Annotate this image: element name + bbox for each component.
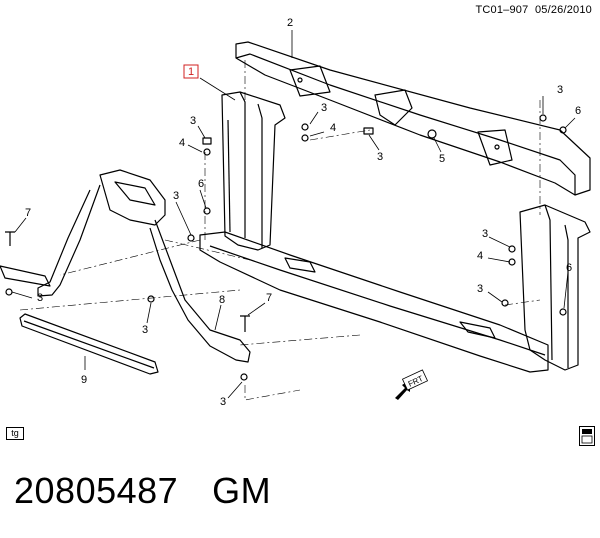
callout-label: 4: [477, 250, 483, 262]
reference-date: 05/26/2010: [534, 4, 592, 16]
brand-label: GM: [212, 470, 272, 511]
nut-icon: [203, 148, 211, 156]
nut-icon: [187, 234, 195, 242]
tag-label: tg: [6, 427, 24, 440]
diagram-reference: TC01–907 05/26/2010: [475, 4, 592, 16]
callout-label: 6: [198, 178, 204, 190]
callout-label: 3: [220, 396, 226, 408]
clip-icon: [427, 129, 437, 139]
fasteners: [5, 114, 567, 381]
callout-label: 3: [321, 102, 327, 114]
screw-icon: [5, 231, 15, 246]
nut-icon: [301, 123, 309, 131]
callout-label: 7: [266, 292, 272, 304]
lower-bar: [19, 313, 159, 375]
callout-label: 5: [439, 153, 445, 165]
nut-icon: [203, 207, 211, 215]
nut-icon: [508, 245, 516, 253]
callout-label: 1: [188, 66, 194, 78]
callout-label: 4: [179, 137, 185, 149]
callout-label: 7: [25, 207, 31, 219]
nut-icon: [501, 299, 509, 307]
nut-icon: [559, 126, 567, 134]
nut-icon: [301, 134, 309, 142]
part-number-footer: 20805487 GM: [14, 470, 271, 512]
nut-icon: [147, 295, 155, 303]
reference-code: TC01–907: [475, 4, 529, 16]
callout-label: 9: [81, 374, 87, 386]
callout-labels: 2 1 3 6 3 4 3 4 3 5 3 6 7 3 3 4 6 3 8 7 …: [25, 17, 581, 408]
nut-icon: [539, 114, 547, 122]
highlight-box: [183, 64, 199, 79]
nut-icon: [5, 288, 13, 296]
callout-label: 3: [477, 283, 483, 295]
upper-tie-bar: [235, 41, 591, 196]
callout-label: 3: [377, 151, 383, 163]
nut-icon: [559, 308, 567, 316]
callout-label: 3: [142, 324, 148, 336]
bolt-icon: [363, 127, 374, 135]
callout-label: 8: [219, 294, 225, 306]
screw-icon: [240, 315, 250, 332]
front-brace: [0, 169, 251, 363]
callout-label: 3: [557, 84, 563, 96]
alignment-lines: [19, 60, 541, 401]
callout-label: 3: [482, 228, 488, 240]
callout-label: 3: [190, 115, 196, 127]
callout-label: 6: [566, 262, 572, 274]
manual-icon[interactable]: [579, 426, 595, 446]
front-direction-arrow: FRT: [395, 369, 429, 400]
left-side-panel: [221, 91, 286, 251]
right-side-panel: [519, 204, 591, 371]
callout-label: 3: [173, 190, 179, 202]
callout-label: 4: [330, 122, 336, 134]
nut-icon: [240, 373, 248, 381]
lower-tie-bar: [199, 231, 549, 373]
callout-label: 6: [575, 105, 581, 117]
bolt-icon: [202, 137, 212, 145]
part-number: 20805487: [14, 470, 179, 511]
leader-lines: [11, 30, 576, 399]
callout-label: 3: [37, 292, 43, 304]
callout-label: 2: [287, 17, 293, 29]
